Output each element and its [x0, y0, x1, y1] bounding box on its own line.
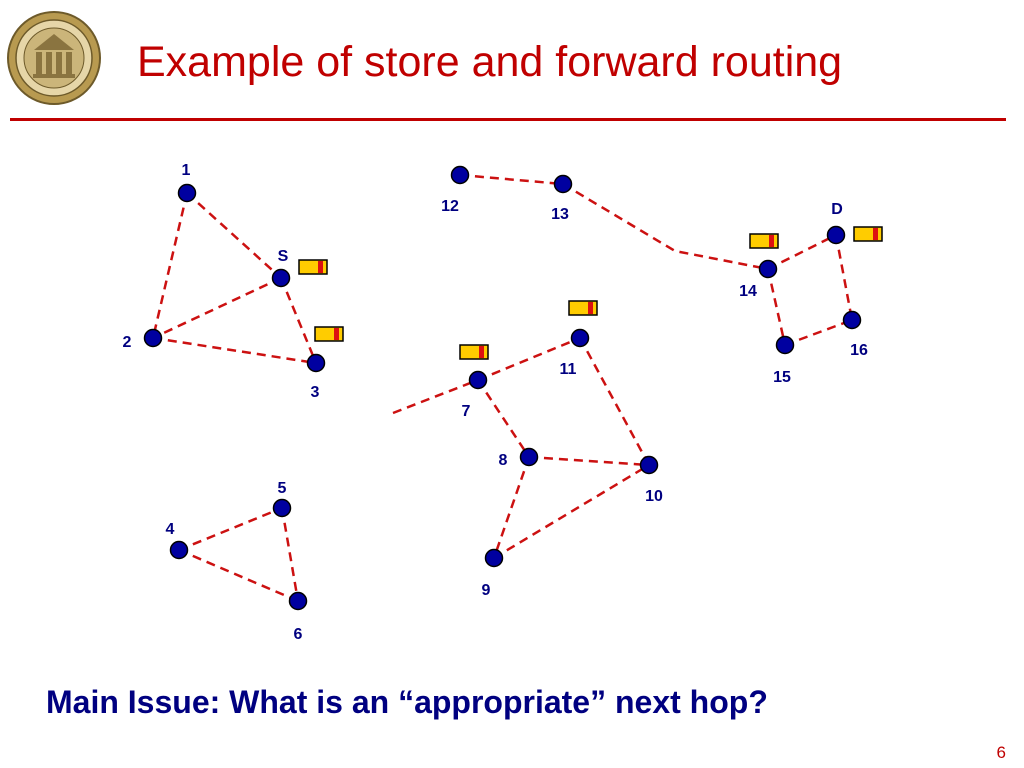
- node-label-3: 3: [311, 384, 320, 401]
- edge-5-6: [280, 507, 300, 602]
- page-number: 6: [996, 743, 1006, 762]
- node-S: [271, 268, 291, 288]
- node-6: [288, 591, 308, 611]
- edge-14-D: [767, 233, 837, 271]
- node-1: [177, 183, 197, 203]
- node-label-15: 15: [773, 369, 791, 386]
- diagram-labels: 1S 2 3 4 5 6 7 8 9 10 11 12 13 14 15 16 D: [123, 162, 868, 643]
- edge-7-11: [477, 336, 581, 382]
- edge-1-S: [186, 192, 282, 279]
- node-label-13: 13: [551, 206, 569, 223]
- packet-icon: [749, 233, 779, 249]
- main-issue-text: Main Issue: What is an “appropriate” nex…: [46, 684, 768, 720]
- node-2: [143, 328, 163, 348]
- packet-icon: [568, 300, 598, 316]
- node-label-16: 16: [850, 342, 868, 359]
- node-label-12: 12: [441, 198, 459, 215]
- node-label-9: 9: [482, 582, 491, 599]
- edge-2-3: [152, 336, 317, 365]
- edge-D-16: [834, 234, 854, 321]
- university-seal-icon: [7, 11, 101, 105]
- node-12: [450, 165, 470, 185]
- node-label-4: 4: [166, 521, 175, 538]
- diagram-packets: [298, 226, 883, 360]
- packet-icon: [298, 259, 328, 275]
- node-label-11: 11: [560, 361, 577, 378]
- diagram-edges: [151, 173, 854, 603]
- node-8: [519, 447, 539, 467]
- slide-title: Example of store and forward routing: [137, 38, 843, 86]
- edge-1-2: [151, 192, 189, 339]
- edge-9-10: [493, 463, 650, 560]
- node-label-S: S: [278, 248, 289, 265]
- edge-13-14: [562, 182, 769, 271]
- packet-icon: [853, 226, 883, 242]
- node-label-8: 8: [499, 452, 508, 469]
- node-label-2: 2: [123, 334, 132, 351]
- node-4: [169, 540, 189, 560]
- edge-14-15: [766, 268, 787, 346]
- edge-8-10: [528, 455, 650, 467]
- title-divider: [10, 118, 1006, 121]
- edge-15-16: [784, 318, 853, 347]
- node-label-6: 6: [294, 626, 303, 643]
- node-14: [758, 259, 778, 279]
- diagram-nodes: [143, 165, 862, 611]
- edge-4-5: [178, 506, 283, 552]
- node-label-5: 5: [278, 480, 287, 497]
- edge-4-6: [178, 548, 299, 603]
- node-13: [553, 174, 573, 194]
- node-11: [570, 328, 590, 348]
- packet-icon: [459, 344, 489, 360]
- edge-S-3: [279, 277, 318, 364]
- node-D: [826, 225, 846, 245]
- node-16: [842, 310, 862, 330]
- node-9: [484, 548, 504, 568]
- edge-12-13: [459, 173, 564, 186]
- node-label-7: 7: [462, 403, 471, 420]
- node-label-10: 10: [645, 488, 663, 505]
- edge-S-2: [152, 276, 282, 340]
- node-label-14: 14: [739, 283, 757, 300]
- node-label-D: D: [831, 201, 843, 218]
- node-10: [639, 455, 659, 475]
- node-15: [775, 335, 795, 355]
- node-3: [306, 353, 326, 373]
- packet-icon: [314, 326, 344, 342]
- edge-7-offscreen: [392, 378, 479, 415]
- node-5: [272, 498, 292, 518]
- edge-11-10: [578, 337, 651, 466]
- edge-8-9: [492, 456, 531, 559]
- node-7: [468, 370, 488, 390]
- node-label-1: 1: [182, 162, 191, 179]
- edge-7-8: [476, 379, 531, 458]
